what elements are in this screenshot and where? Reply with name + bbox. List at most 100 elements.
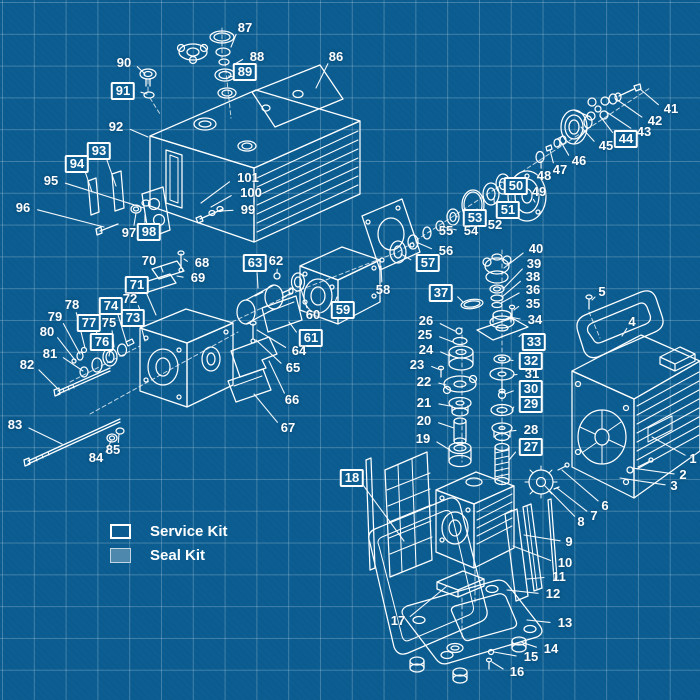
leader-line-11: [526, 576, 545, 580]
leader-line-55: [428, 230, 432, 233]
part-label-74: 74: [98, 297, 124, 315]
leader-line-95: [64, 182, 145, 209]
leader-line-90: [136, 66, 146, 75]
part-label-24: 24: [418, 342, 434, 357]
leader-line-87: [230, 33, 237, 48]
leader-line-3: [619, 477, 666, 486]
part-label-66: 66: [284, 392, 300, 407]
part-label-33: 33: [521, 333, 547, 351]
leader-line-25: [439, 336, 454, 343]
gas-ballast-stack: [437, 327, 478, 468]
leader-line-49: [532, 198, 536, 203]
part-label-98: 98: [136, 223, 162, 241]
leader-line-97: [133, 212, 137, 226]
leader-line-43: [604, 110, 632, 129]
oil-fill-cap-assembly: [176, 30, 237, 99]
part-label-55: 55: [438, 223, 454, 238]
seal-kit-swatch: [110, 548, 131, 563]
leader-line-70: [160, 265, 164, 273]
leader-line-10: [512, 545, 552, 562]
part-label-20: 20: [416, 413, 432, 428]
part-label-95: 95: [43, 173, 59, 188]
leader-line-92: [129, 128, 149, 138]
leader-line-30: [504, 390, 514, 395]
part-label-47: 47: [552, 162, 568, 177]
part-label-51: 51: [495, 201, 521, 219]
leader-line-83: [28, 427, 63, 445]
leader-line-38: [501, 280, 521, 298]
part-label-57: 57: [415, 254, 441, 272]
motor: [571, 334, 700, 499]
leader-line-58: [380, 265, 383, 283]
leader-line-16: [491, 661, 504, 670]
part-label-17: 17: [390, 613, 406, 628]
leader-line-85: [117, 433, 120, 444]
part-label-87: 87: [237, 20, 253, 35]
leader-line-29: [511, 406, 515, 411]
leader-line-33: [518, 333, 523, 338]
part-label-76: 76: [89, 333, 115, 351]
leader-line-82: [38, 369, 59, 390]
leader-line-39: [502, 268, 523, 290]
part-label-14: 14: [543, 641, 559, 656]
leader-line-61: [288, 321, 297, 333]
part-label-5: 5: [598, 284, 606, 299]
leader-line-80: [57, 337, 76, 361]
part-label-13: 13: [557, 615, 573, 630]
part-label-94: 94: [64, 155, 90, 173]
part-label-9: 9: [565, 534, 573, 549]
leader-line-23: [431, 365, 439, 370]
coupling: [535, 83, 642, 164]
part-label-32: 32: [518, 352, 544, 370]
leader-line-67: [253, 393, 278, 423]
leader-line-1: [651, 436, 686, 456]
leader-line-34: [509, 316, 521, 320]
filler-cap-small: [139, 68, 157, 99]
leader-line-81: [62, 357, 84, 372]
part-label-101: 101: [237, 170, 259, 185]
part-label-4: 4: [628, 314, 636, 329]
housing-bolt: [195, 205, 224, 224]
pump-block: [435, 471, 515, 569]
part-label-90: 90: [116, 55, 132, 70]
part-label-100: 100: [240, 185, 262, 200]
part-label-85: 85: [105, 442, 121, 457]
part-label-46: 46: [571, 153, 587, 168]
leader-line-2: [631, 467, 675, 475]
leader-line-14: [520, 641, 537, 648]
part-label-34: 34: [527, 312, 543, 327]
gasket-plate: [361, 198, 421, 271]
leader-line-74: [117, 314, 127, 342]
part-label-72: 72: [122, 291, 138, 306]
part-label-39: 39: [526, 256, 542, 271]
part-label-15: 15: [523, 649, 539, 664]
leader-line-13: [526, 619, 551, 623]
leader-line-96: [37, 209, 105, 228]
leader-line-79: [62, 323, 81, 355]
part-label-7: 7: [590, 508, 598, 523]
part-label-89: 89: [232, 63, 258, 81]
part-label-49: 49: [531, 184, 547, 199]
part-label-22: 22: [416, 374, 432, 389]
leader-line-37: [457, 296, 464, 303]
part-label-73: 73: [120, 309, 146, 327]
leader-line-21: [438, 403, 451, 407]
leader-line-20: [438, 422, 455, 429]
part-label-8: 8: [577, 514, 585, 529]
base-plate: [401, 570, 543, 684]
part-label-1: 1: [689, 451, 697, 466]
leader-line-26: [439, 323, 456, 332]
leader-line-32: [508, 359, 514, 362]
leader-line-57: [400, 253, 412, 261]
part-label-97: 97: [121, 225, 137, 240]
leader-line-68: [183, 258, 188, 262]
leader-line-4: [621, 327, 628, 337]
leader-line-93: [106, 159, 117, 187]
motor-gasket: [576, 290, 664, 359]
part-label-43: 43: [636, 124, 652, 139]
part-label-18: 18: [339, 469, 365, 487]
part-label-42: 42: [647, 113, 663, 128]
legend-row-service-kit: Service Kit: [110, 523, 228, 540]
leader-line-36: [500, 292, 520, 304]
